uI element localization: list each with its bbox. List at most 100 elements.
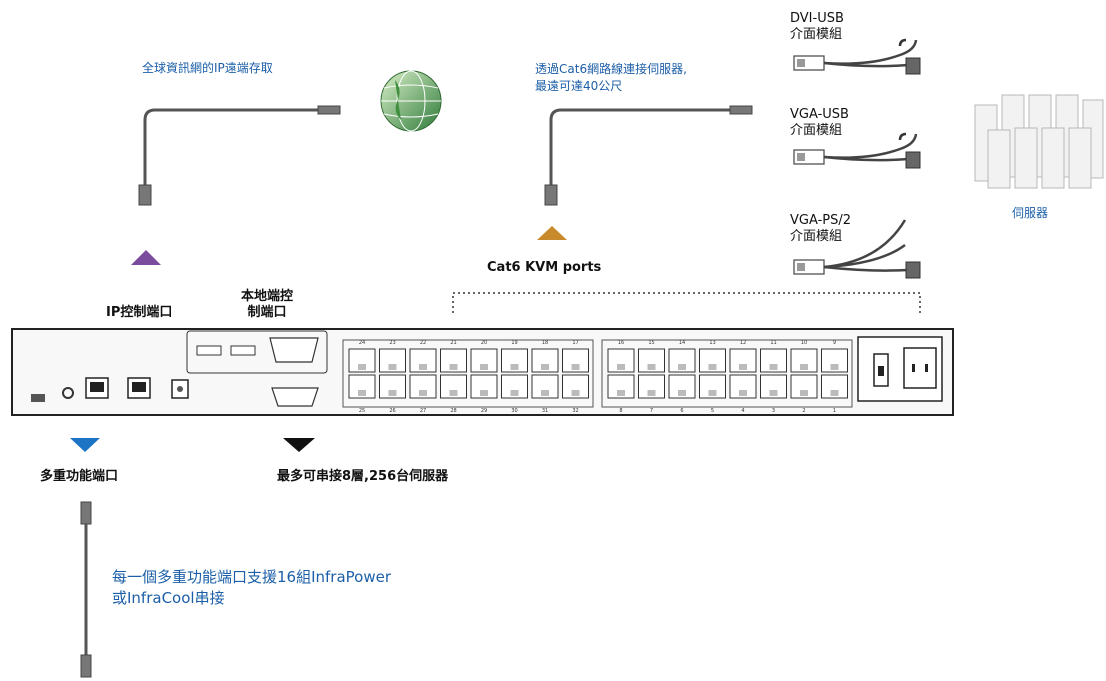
kvm-port-number: 7 [650,408,653,414]
kvm-port-3 [760,374,787,399]
kvm-port-latch [480,364,488,370]
kvm-port-4 [729,374,757,399]
kvm-port-number: 3 [772,408,775,414]
kvm-port-11 [760,348,787,373]
kvm-port-number: 2 [802,408,805,414]
power-switch-icon [873,353,889,387]
kvm-port-latch [388,390,397,396]
kvm-port-number: 1 [833,408,836,414]
kvm-port-number: 9 [833,340,836,346]
kvm-port-number: 12 [740,340,746,346]
kvm-port-latch [358,364,366,370]
kvm-port-latch [510,364,519,370]
kvm-port-latch [739,364,747,370]
kvm-port-number: 18 [542,340,548,346]
kvm-port-30 [501,374,528,399]
cat6-connect-label-line1: 透過Cat6網路線連接伺服器, [535,62,687,76]
infra-label-line2: 或InfraCool串接 [112,589,225,607]
kvm-port-6 [668,374,696,399]
kvm-port-8 [607,374,635,399]
kvm-port-latch [510,390,519,396]
kvm-port-number: 8 [619,408,622,414]
kvm-port-number: 13 [709,340,715,346]
local-console-label-line1: 本地端控 [240,289,293,304]
kvm-port-22 [409,348,437,373]
cat6-connect-label-line2: 最遠可達40公尺 [535,79,623,93]
cascade-arrow [283,438,315,452]
kvm-port-latch [571,390,580,396]
power-socket-icon [903,347,937,389]
dvi-usb-module [793,38,921,75]
kvm-port-latch [769,390,778,396]
multi-function-cable [80,501,92,678]
kvm-port-1 [821,374,848,399]
kvm-port-32 [562,374,589,399]
kvm-port-number: 10 [801,340,807,346]
module-vga-ps2-line1: VGA-PS/2 [790,213,852,228]
server-rack-icon [974,94,1104,189]
kvm-port-latch [449,364,458,370]
kvm-port-number: 21 [450,340,456,346]
kvm-port-31 [531,374,559,399]
kvm-port-number: 25 [359,408,365,414]
kvm-port-number: 23 [389,340,395,346]
kvm-port-latch [541,390,549,396]
kvm-port-latch [541,364,549,370]
kvm-port-latch [769,364,778,370]
kvm-port-latch [617,364,625,370]
module-dvi-usb-line1: DVI-USB [790,11,844,26]
internet-access-label: 全球資訊網的IP遠端存取 [142,61,273,75]
kvm-port-latch [830,390,839,396]
cat6-arrow [537,226,567,240]
module-vga-ps2-line2: 介面模組 [790,229,843,244]
kvm-port-23 [379,348,406,373]
multi-function-arrow [70,438,100,452]
module-vga-usb-line2: 介面模組 [790,123,843,138]
cat6-cable [544,105,753,206]
kvm-port-number: 27 [420,408,426,414]
kvm-port-29 [470,374,498,399]
kvm-port-number: 15 [648,340,654,346]
kvm-port-latch [571,364,580,370]
ip-cable [138,105,341,206]
kvm-port-number: 26 [389,408,395,414]
kvm-port-27 [409,374,437,399]
kvm-port-latch [800,364,808,370]
kvm-port-number: 6 [680,408,683,414]
kvm-port-latch [739,390,747,396]
kvm-port-latch [419,390,427,396]
module-vga-usb-line1: VGA-USB [790,107,849,122]
local-console-label-line2: 制端口 [247,305,287,320]
kvm-port-number: 32 [572,408,578,414]
kvm-port-latch [617,390,625,396]
kvm-port-number: 11 [770,340,776,346]
kvm-port-number: 20 [481,340,487,346]
kvm-port-number: 24 [359,340,365,346]
kvm-ports-bracket [452,292,921,313]
servers-label: 伺服器 [1012,206,1049,220]
kvm-port-latch [358,390,366,396]
kvm-port-20 [470,348,498,373]
kvm-port-number: 5 [711,408,714,414]
vga-usb-module [793,132,921,169]
kvm-port-25 [348,374,376,399]
kvm-port-latch [678,364,686,370]
kvm-port-18 [531,348,559,373]
kvm-port-latch [678,390,686,396]
kvm-port-number: 28 [450,408,456,414]
module-dvi-usb-line2: 介面模組 [790,27,843,42]
kvm-port-15 [638,348,665,373]
kvm-port-16 [607,348,635,373]
kvm-port-number: 31 [542,408,548,414]
kvm-port-14 [668,348,696,373]
kvm-port-latch [647,390,656,396]
kvm-port-number: 30 [511,408,517,414]
kvm-port-13 [699,348,726,373]
kvm-port-28 [440,374,467,399]
kvm-port-latch [830,364,839,370]
globe-icon [380,70,442,132]
